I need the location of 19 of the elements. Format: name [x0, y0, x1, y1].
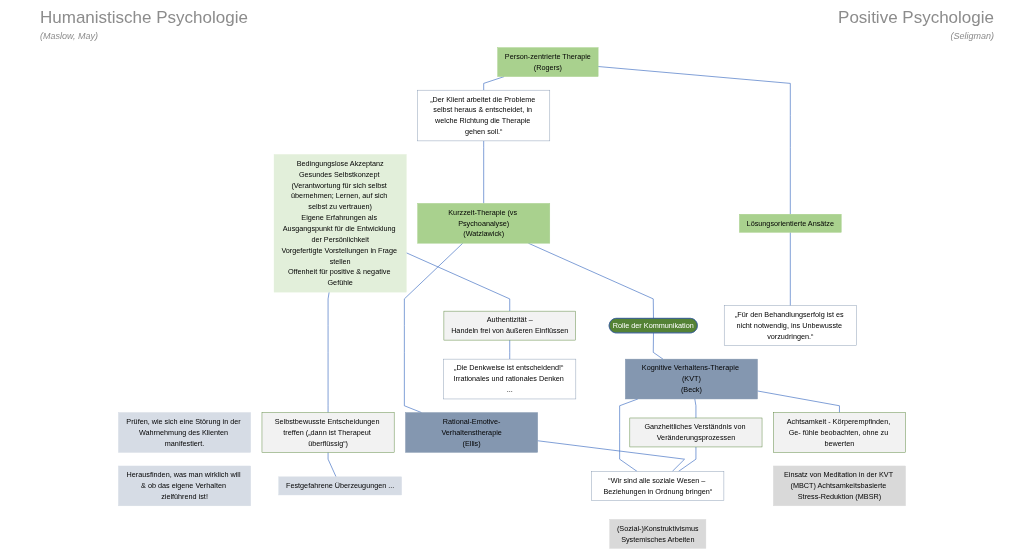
section-heading: Positive Psychologie: [838, 8, 994, 28]
connector: [483, 140, 485, 204]
connector: [678, 446, 697, 472]
author-note: (Seligman): [950, 31, 994, 41]
connector: [537, 440, 685, 472]
author-note: (Maslow, May): [40, 31, 98, 41]
connector: [327, 452, 337, 478]
connector: [694, 398, 697, 419]
connector: [789, 232, 791, 307]
connector: [528, 242, 654, 319]
connector: [757, 390, 840, 413]
section-heading: Humanistische Psychologie: [40, 8, 248, 28]
connector: [619, 398, 639, 472]
connector: [404, 242, 464, 413]
connector: [509, 339, 511, 360]
connector: [327, 291, 330, 413]
connector: [652, 332, 664, 360]
connector: [405, 252, 511, 312]
connector: [597, 66, 791, 215]
